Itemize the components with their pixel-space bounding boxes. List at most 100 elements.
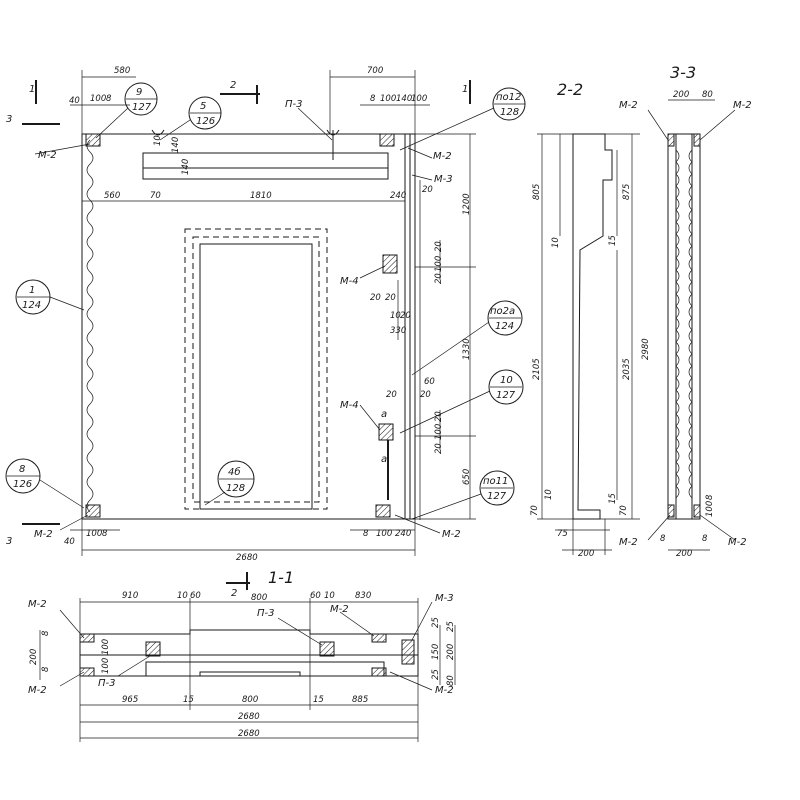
section-outline [667,133,701,520]
callout-top: по11 [483,476,508,487]
embed-m2 [79,667,95,677]
dim-text: 100 [90,94,106,104]
leader [59,609,85,639]
leader [59,671,85,687]
embed-m2-br [375,504,391,518]
callout-top: 10 [500,375,513,386]
dim-text: 75 [557,529,568,539]
mark-label: П-3 [98,678,116,689]
embed-m2 [667,133,675,147]
mark-label: П-3 [257,608,275,619]
leader [39,479,85,509]
dim-text: 2105 [532,358,542,380]
leader [699,514,736,541]
callout-circle [479,470,515,506]
dim-text: 240 [395,529,411,539]
cut-number: 1 [29,84,35,95]
callout-bottom: 124 [22,300,41,311]
cut-number: 2 [230,80,236,91]
dim-text: 20 [400,311,411,321]
mark-label: М-4 [340,400,359,411]
dim-text: 15 [608,493,618,504]
dim-text: 100 [411,94,427,104]
dim-text: 8 [102,529,108,539]
dim-text: 80 [446,675,456,686]
embed-p3 [319,641,335,657]
cut-number: 2 [231,588,237,599]
callout-bottom: 124 [495,321,514,332]
dim-text: 20 [422,185,433,195]
leader [647,109,669,141]
dim-text: 10 [544,489,554,500]
leader [95,107,129,139]
dim-text: 200 [673,90,689,100]
callout-top: 9 [136,87,142,98]
dim-text: 25 [446,621,456,632]
opening-dashed-inner [192,236,320,503]
dim-text: 15 [608,235,618,246]
callout-bottom: 126 [196,116,215,127]
embed-m2 [371,667,387,677]
mark-label: П-3 [285,99,303,110]
mark-label: М-2 [28,685,47,696]
section-3-3 [647,99,736,551]
dim-text: 330 [390,326,406,336]
callout-top: 1 [29,285,35,296]
mark-label: М-3 [435,593,454,604]
dim-text: 140 [396,94,412,104]
section-1-1 [39,572,456,742]
embed-m2 [79,633,95,643]
leader [647,514,671,541]
mark-label: М-2 [34,529,53,540]
dim-text: 40 [69,96,80,106]
dim-text: 2035 [622,358,632,380]
key-profile [675,149,680,499]
opening-dashed-outer [184,228,328,510]
leader [339,611,375,637]
mark-label: М-2 [728,537,747,548]
dim-text: 20 [434,273,444,284]
dim-text: 100 [86,529,102,539]
embed-m4-bot [378,423,394,441]
leader [204,491,226,506]
labels: 2-2 3-3 1-1 1 1 2 2 3 3 а а М-2 М-2 М-3 … [6,63,752,739]
embed-m2 [693,504,701,518]
mark-label: М-2 [433,151,452,162]
dim-text: 885 [352,695,368,705]
leader [159,119,191,141]
lifting-loop [151,129,165,136]
dim-text: 2680 [238,729,260,739]
dim-text: 8 [660,534,666,544]
dim-text: 25 [431,617,441,628]
leader [117,655,151,677]
dim-text: 200 [29,649,39,665]
callout-bottom: 128 [500,107,519,118]
dim-text: 20 [434,241,444,252]
callout-top: 8 [19,464,25,475]
cut-letter: а [381,454,387,465]
leader [411,493,482,520]
dim-text: 8 [370,94,376,104]
dim-text: 20 [420,390,431,400]
dim-text: 580 [114,66,130,76]
dim-text: 70 [530,505,540,516]
embed-m2 [371,633,387,643]
dim-text: 2980 [641,338,651,360]
embed-m2 [667,504,675,518]
callout-bottom: 127 [496,390,516,401]
dim-text: 805 [532,184,542,200]
dim-text: 100 [434,424,444,440]
dim-text: 25 [431,669,441,680]
leader [399,390,491,434]
cut-number: 3 [6,114,12,125]
dim-text: 800 [251,593,267,603]
panel-outline [81,133,416,520]
dim-text: 2680 [236,553,258,563]
dim-text: 150 [431,644,441,660]
mark-label: М-2 [733,100,752,111]
callout-top: 4б [228,466,241,478]
dim-text: 8 [705,494,715,500]
dim-text: 100 [376,529,392,539]
dim-text: 15 [313,695,324,705]
dim-text: 100 [705,501,715,517]
